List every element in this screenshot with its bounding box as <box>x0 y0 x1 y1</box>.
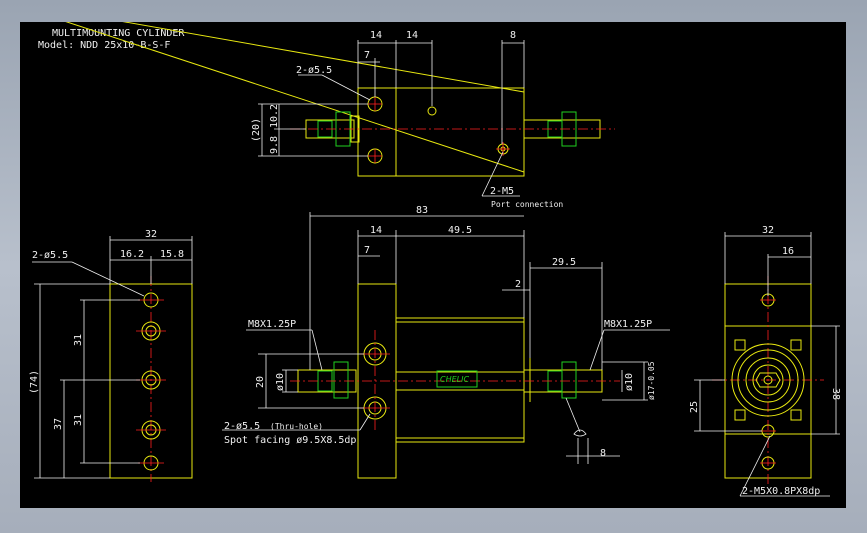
dim-front-d10-right: ø10 <box>624 373 635 391</box>
dim-right-16: 16 <box>782 246 794 257</box>
dim-front-83: 83 <box>416 205 428 216</box>
dim-right-32: 32 <box>762 225 774 236</box>
dim-front-8: 8 <box>600 448 606 459</box>
dim-front-2: 2 <box>515 279 521 290</box>
thread-right-callout: M8X1.25P <box>604 319 652 330</box>
dim-front-49-5: 49.5 <box>448 225 472 236</box>
dim-right-25: 25 <box>689 401 700 413</box>
dim-top-14b: 14 <box>406 30 418 41</box>
port-callout: 2-M5 <box>490 186 514 197</box>
top-view: 14 14 8 7 (20) 10.2 9.8 2-ø5.5 2-M5 Port… <box>65 22 615 209</box>
port-note: Port connection <box>491 200 563 209</box>
drawing-canvas[interactable]: MULTIMOUNTING CYLINDER Model: NDD 25x10-… <box>20 22 846 508</box>
chelic-logo: CHELIC <box>440 375 469 384</box>
front-hole-callout: 2-ø5.5 <box>224 421 260 432</box>
right-view: 32 16 38 25 2-M5X0.8PX8dp <box>689 225 841 497</box>
tap-callout: 2-M5X0.8PX8dp <box>742 486 820 497</box>
dim-top-7: 7 <box>364 50 370 61</box>
drawing-title: MULTIMOUNTING CYLINDER <box>52 28 185 39</box>
dim-front-d10-left: ø10 <box>275 373 286 391</box>
dim-left-32: 32 <box>145 229 157 240</box>
dim-top-14a: 14 <box>370 30 382 41</box>
front-view: CHELIC 83 14 49.5 <box>222 205 670 479</box>
dim-top-20: (20) <box>251 118 262 142</box>
dim-top-10-2: 10.2 <box>269 104 280 128</box>
dim-right-38: 38 <box>830 388 841 400</box>
front-hole-note: (Thru-hole) <box>270 422 323 431</box>
left-view: 32 16.2 15.8 31 31 (74) 37 2-ø5.5 <box>29 229 193 482</box>
dim-left-16-2: 16.2 <box>120 249 144 260</box>
thread-left-callout: M8X1.25P <box>248 319 296 330</box>
dim-front-20: 20 <box>255 376 266 388</box>
top-hole-callout: 2-ø5.5 <box>296 65 332 76</box>
dim-left-15-8: 15.8 <box>160 249 184 260</box>
dim-left-31a: 31 <box>73 334 84 346</box>
dim-top-9-8: 9.8 <box>269 136 280 154</box>
dim-top-8: 8 <box>510 30 516 41</box>
dim-front-d17: ø17-0.05 <box>647 361 656 400</box>
dim-front-7: 7 <box>364 245 370 256</box>
left-holes <box>136 292 166 471</box>
left-hole-callout: 2-ø5.5 <box>32 250 68 261</box>
dim-left-31b: 31 <box>73 414 84 426</box>
dim-left-37: 37 <box>53 418 64 430</box>
dim-left-74: (74) <box>29 370 40 394</box>
dim-front-14: 14 <box>370 225 382 236</box>
cad-drawing: MULTIMOUNTING CYLINDER Model: NDD 25x10-… <box>29 22 841 497</box>
model-label: Model: NDD 25x10-B-S-F <box>38 40 170 51</box>
dim-front-29-5: 29.5 <box>552 257 576 268</box>
spot-facing-note: Spot facing ø9.5X8.5dp <box>224 435 356 446</box>
